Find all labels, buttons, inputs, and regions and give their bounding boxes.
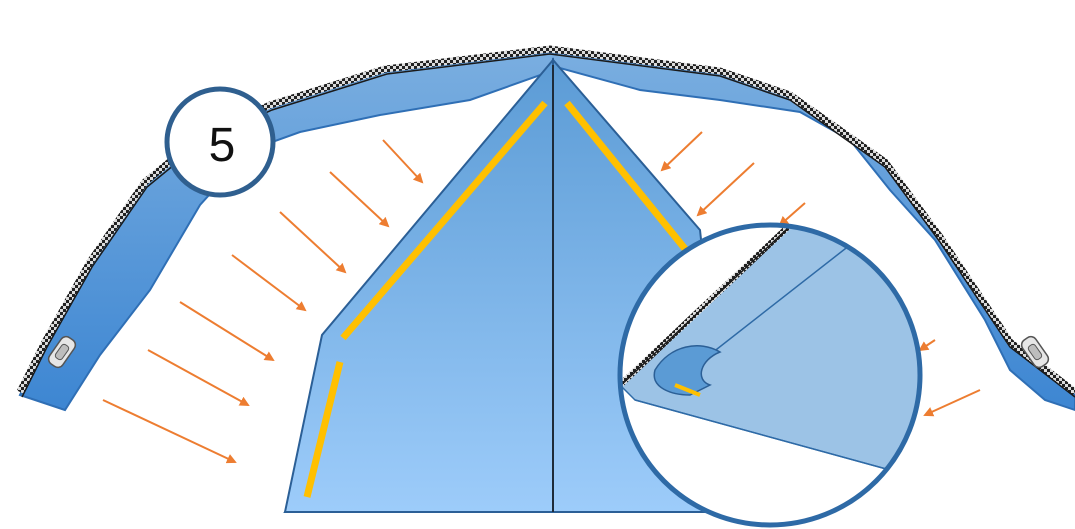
zipper-teeth — [16, 45, 1075, 395]
folded-fabric-curl — [653, 345, 722, 396]
stitch-lines — [303, 100, 693, 498]
zipper-pull-icon-left — [47, 335, 77, 369]
arrows-right — [660, 131, 981, 417]
step-badge: 5 — [164, 86, 276, 198]
arrows-left — [102, 139, 424, 464]
zoom-detail-circle — [617, 222, 923, 528]
step-number: 5 — [209, 119, 236, 172]
zipper-pull-icon-right — [1020, 335, 1050, 369]
